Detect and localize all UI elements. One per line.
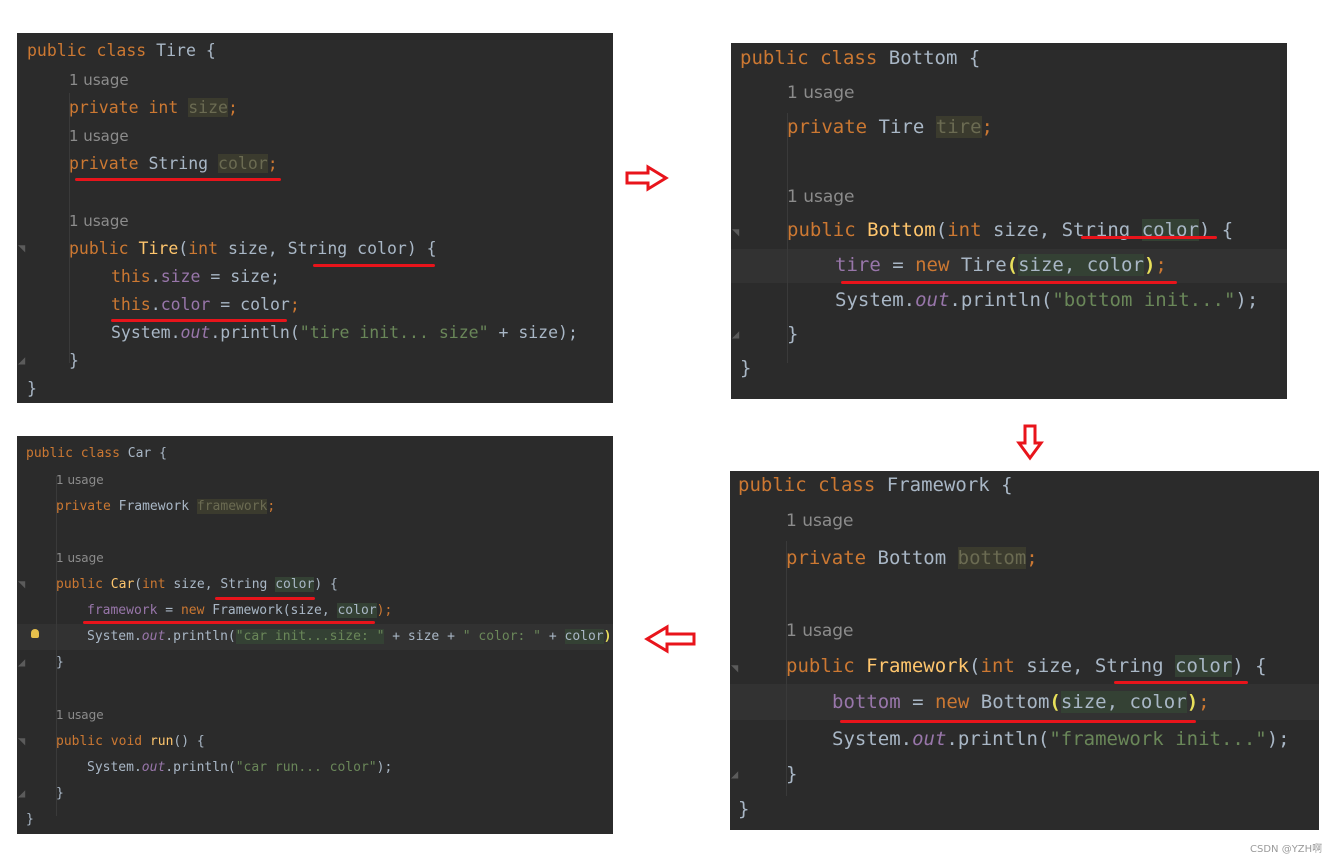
line-field-color: private String color; (69, 154, 278, 173)
watermark: CSDN @YZH啊 (1250, 844, 1323, 855)
highlight-underline (1114, 681, 1248, 684)
line-constructor: public Tire(int size, String color) { (69, 239, 437, 258)
code-panel-tire: public class Tire { 1 usage private int … (17, 33, 613, 403)
line-println: System.out.println("tire init... size" +… (111, 323, 578, 342)
line-assign-tire: tire = new Tire(size, color); (835, 254, 1167, 276)
line-run-method: public void run() { (56, 734, 205, 749)
line-field-size: private int size; (69, 98, 238, 117)
closing-brace: } (69, 351, 79, 370)
usage-hint[interactable]: 1 usage (786, 511, 854, 531)
line-field-bottom: private Bottom bottom; (786, 547, 1038, 569)
highlight-underline (1081, 236, 1217, 239)
usage-hint[interactable]: 1 usage (787, 187, 855, 207)
closing-brace: } (787, 323, 799, 345)
usage-hint[interactable]: 1 usage (69, 127, 129, 145)
closing-brace: } (56, 655, 64, 670)
usage-hint[interactable]: 1 usage (69, 71, 129, 89)
line-assign-bottom: bottom = new Bottom(size, color); (832, 691, 1210, 713)
closing-brace: } (56, 786, 64, 801)
line-constructor: public Bottom(int size, String color) { (787, 219, 1234, 241)
line-constructor: public Car(int size, String color) { (56, 577, 338, 592)
fold-icon[interactable]: ◢ (731, 767, 739, 781)
line-field-framework: private Framework framework; (56, 499, 276, 514)
current-line-highlight (730, 684, 1319, 720)
usage-hint[interactable]: 1 usage (69, 212, 129, 230)
arrow-right-icon (625, 164, 669, 192)
line-class-declaration: public class Framework { (738, 474, 1013, 496)
code-panel-bottom: public class Bottom { 1 usage private Ti… (731, 43, 1287, 399)
highlight-underline (215, 597, 315, 600)
highlight-underline (313, 264, 435, 267)
line-println: System.out.println("bottom init..."); (835, 289, 1259, 311)
indent-guide (56, 476, 57, 816)
closing-brace: } (740, 357, 752, 379)
line-class-declaration: public class Tire { (27, 41, 216, 60)
usage-hint[interactable]: 1 usage (56, 708, 104, 722)
fold-icon[interactable]: ◢ (18, 655, 26, 669)
indent-guide (786, 541, 787, 796)
fold-icon[interactable]: ◥ (18, 241, 26, 255)
line-assign-framework: framework = new Framework(size, color); (87, 603, 393, 618)
closing-brace: } (26, 812, 34, 827)
highlight-underline (841, 281, 1177, 284)
fold-icon[interactable]: ◢ (18, 786, 26, 800)
fold-icon[interactable]: ◥ (731, 661, 739, 675)
usage-hint[interactable]: 1 usage (787, 83, 855, 103)
closing-brace: } (786, 763, 798, 785)
fold-icon[interactable]: ◥ (732, 225, 740, 239)
fold-icon[interactable]: ◢ (18, 353, 26, 367)
closing-brace: } (27, 379, 37, 398)
indent-guide (69, 93, 70, 363)
line-println-run: System.out.println("car run... color"); (87, 760, 393, 775)
line-field-tire: private Tire tire; (787, 116, 993, 138)
current-line-highlight (731, 249, 1287, 283)
closing-brace: } (738, 798, 750, 820)
line-class-declaration: public class Car { (26, 446, 167, 461)
line-println: System.out.println("car init...size: " +… (87, 629, 613, 644)
line-println: System.out.println("framework init..."); (832, 728, 1290, 750)
arrow-left-icon (644, 624, 696, 654)
arrow-down-icon (1016, 424, 1044, 461)
highlight-underline (83, 621, 375, 624)
lightbulb-icon[interactable] (31, 629, 39, 638)
code-panel-car: public class Car { 1 usage private Frame… (17, 436, 613, 834)
indent-guide (787, 113, 788, 363)
line-constructor: public Framework(int size, String color)… (786, 655, 1267, 677)
code-panel-framework: public class Framework { 1 usage private… (730, 471, 1319, 830)
line-class-declaration: public class Bottom { (740, 47, 981, 69)
usage-hint[interactable]: 1 usage (786, 621, 854, 641)
usage-hint[interactable]: 1 usage (56, 473, 104, 487)
line-assign-size: this.size = size; (111, 267, 280, 286)
usage-hint[interactable]: 1 usage (56, 551, 104, 565)
fold-icon[interactable]: ◢ (732, 327, 740, 341)
fold-icon[interactable]: ◥ (18, 577, 26, 591)
fold-icon[interactable]: ◥ (18, 734, 26, 748)
highlight-underline (840, 720, 1196, 723)
line-assign-color: this.color = color; (111, 295, 300, 314)
highlight-underline (111, 319, 287, 322)
highlight-underline (75, 178, 281, 181)
